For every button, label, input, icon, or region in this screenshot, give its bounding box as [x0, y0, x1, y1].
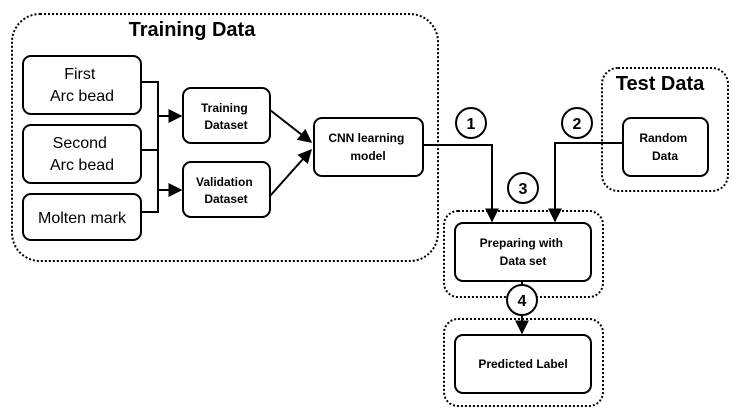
preparing-label: Preparing with Data set — [480, 236, 567, 268]
second-arc-bead-label: Second Arc bead — [50, 135, 114, 174]
molten-mark-label: Molten mark — [38, 210, 127, 227]
predicted-group — [443, 318, 604, 407]
cnn-model-label: CNN learning model — [328, 131, 407, 163]
step-badge-3: 3 — [507, 172, 539, 204]
step-badge-2: 2 — [561, 107, 593, 139]
preparing-box — [454, 222, 592, 282]
predicted-label-box — [454, 334, 592, 394]
validation-dataset-box — [182, 161, 271, 218]
training-dataset-label: Training Dataset — [201, 101, 251, 132]
step-badge-4: 4 — [506, 284, 538, 316]
svg-text:2: 2 — [573, 116, 582, 133]
svg-text:4: 4 — [518, 293, 527, 310]
svg-text:3: 3 — [519, 181, 528, 198]
test-data-group — [601, 67, 729, 192]
training-data-title: Training Data — [129, 19, 257, 41]
first-arc-bead-label: First Arc bead — [50, 66, 114, 105]
random-data-label: Random Data — [639, 131, 690, 163]
training-dataset-box — [182, 87, 271, 144]
arrow-cnn-to-preparing — [423, 144, 499, 223]
arrow-random-to-preparing — [548, 142, 623, 223]
molten-mark-box — [22, 193, 142, 241]
test-data-title: Test Data — [616, 73, 705, 95]
preparing-group — [443, 210, 604, 298]
arrow-training-to-cnn — [269, 109, 313, 143]
random-data-box — [622, 117, 709, 177]
arrow-validation-to-cnn — [269, 148, 312, 197]
step-badge-1: 1 — [455, 107, 487, 139]
svg-text:1: 1 — [467, 116, 476, 133]
training-data-group — [11, 13, 439, 262]
validation-dataset-label: Validation Dataset — [196, 175, 256, 206]
source-connectors — [141, 81, 159, 213]
cnn-model-box — [313, 117, 424, 177]
second-arc-bead-box — [22, 124, 142, 184]
first-arc-bead-box — [22, 55, 142, 115]
predicted-label-text: Predicted Label — [478, 357, 567, 371]
